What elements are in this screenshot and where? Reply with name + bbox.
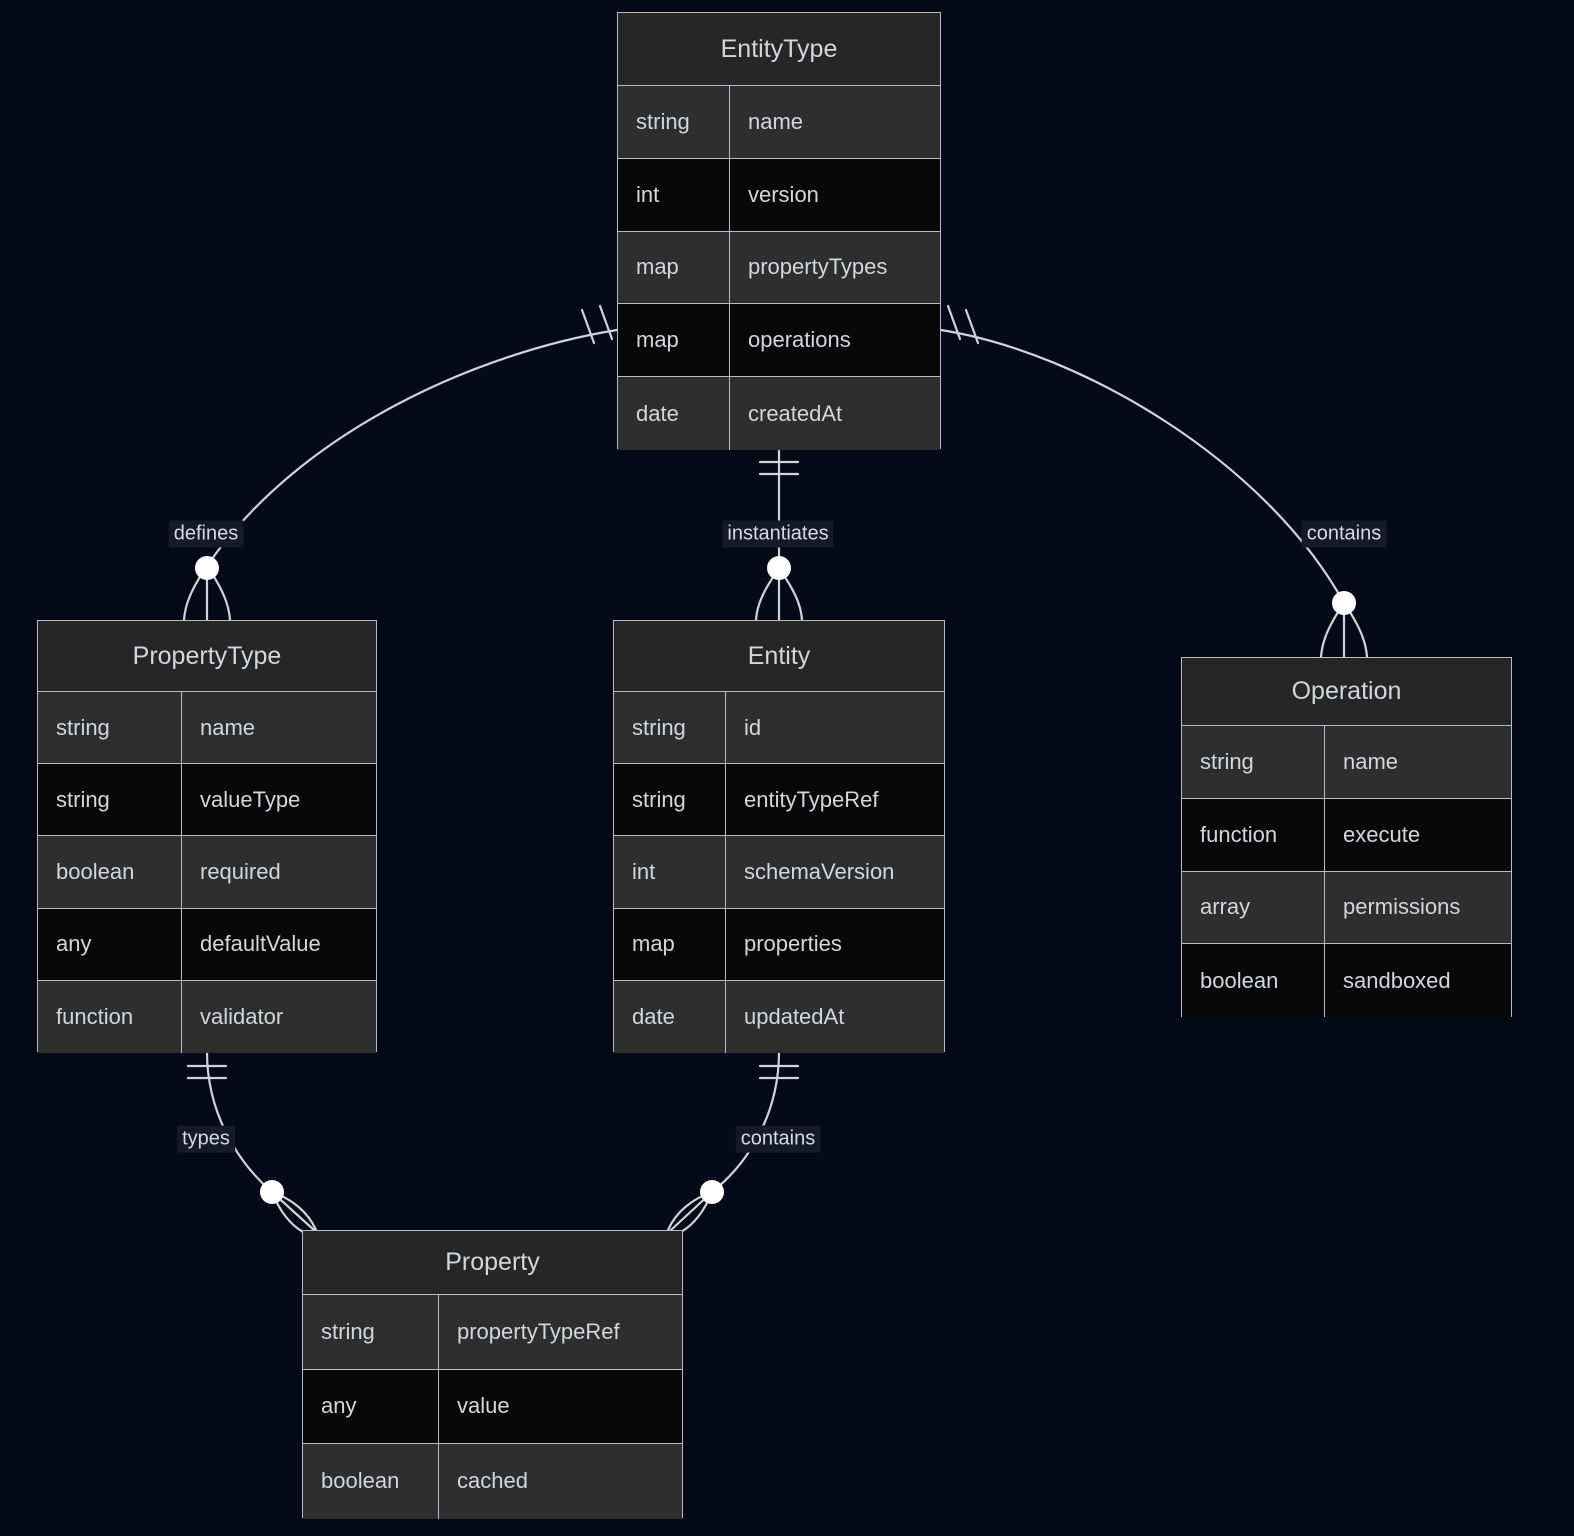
attribute-type: string [614, 692, 726, 764]
attribute-type: map [618, 304, 730, 377]
attribute-row: int version [618, 158, 940, 232]
attribute-name: operations [748, 327, 851, 353]
attribute-name: value [457, 1393, 510, 1419]
attribute-type: string [614, 764, 726, 836]
attribute-name: name [200, 714, 256, 740]
attribute-name: name [748, 108, 804, 134]
relationship-label-entitytype-defines-propertytype: defines [168, 520, 244, 548]
entity-title: Entity [614, 621, 944, 692]
attribute-name: version [748, 181, 819, 207]
attribute-type: array [1182, 871, 1325, 944]
attribute-row: map properties [614, 908, 944, 981]
attribute-name: updatedAt [744, 1003, 845, 1029]
attribute-row: function execute [1182, 798, 1511, 872]
relationship-label-entitytype-instantiates-entity: instantiates [722, 520, 834, 548]
zero-or-many-circle-marker [700, 1180, 724, 1204]
attribute-type: int [618, 158, 730, 231]
attribute-name: propertyTypeRef [457, 1318, 620, 1344]
attribute-row: any value [303, 1369, 682, 1444]
attribute-row: boolean sandboxed [1182, 944, 1511, 1018]
attribute-row: string propertyTypeRef [303, 1295, 682, 1370]
attribute-name: execute [1343, 821, 1421, 847]
entity-title: Operation [1182, 658, 1511, 726]
attribute-name: propertyTypes [748, 254, 888, 280]
attribute-row: string valueType [38, 764, 376, 837]
attribute-type: boolean [38, 836, 182, 908]
attribute-type: any [38, 908, 182, 980]
zero-or-many-circle-marker [1332, 591, 1356, 615]
attribute-name: createdAt [748, 400, 843, 426]
attribute-row: any defaultValue [38, 908, 376, 981]
attribute-name: name [1343, 748, 1399, 774]
zero-or-many-circle-marker [260, 1180, 284, 1204]
attribute-row: string name [38, 692, 376, 765]
attribute-row: boolean cached [303, 1444, 682, 1519]
attribute-name: schemaVersion [744, 858, 895, 884]
attribute-row: string name [1182, 726, 1511, 799]
edge-entitytype-defines-propertytype [182, 304, 619, 622]
attribute-type: string [38, 764, 182, 836]
zero-or-many-circle-marker [767, 556, 791, 580]
attribute-name: sandboxed [1343, 967, 1451, 993]
attribute-name: entityTypeRef [744, 786, 879, 812]
attribute-type: function [38, 980, 182, 1053]
attribute-name: valueType [200, 786, 301, 812]
attribute-type: map [618, 231, 730, 304]
attribute-row: string entityTypeRef [614, 764, 944, 837]
attribute-row: function validator [38, 980, 376, 1053]
attribute-type: date [614, 980, 726, 1053]
attribute-type: date [618, 377, 730, 450]
attribute-name: id [744, 714, 762, 740]
attribute-type: string [1182, 726, 1325, 798]
relationship-label-propertytype-types-property: types [177, 1125, 235, 1153]
relationship-label-entitytype-contains-operation: contains [1301, 520, 1387, 548]
entity-title: PropertyType [38, 621, 376, 692]
edge-entitytype-contains-operation [939, 304, 1369, 659]
attribute-name: validator [200, 1003, 284, 1029]
attribute-name: permissions [1343, 894, 1461, 920]
attribute-name: required [200, 858, 281, 884]
attribute-type: function [1182, 798, 1325, 871]
attribute-row: int schemaVersion [614, 836, 944, 909]
attribute-row: boolean required [38, 836, 376, 909]
attribute-row: string name [618, 86, 940, 159]
attribute-row: map operations [618, 304, 940, 378]
attribute-type: int [614, 836, 726, 908]
attribute-type: string [618, 86, 730, 158]
entity-title: Property [303, 1231, 682, 1295]
attribute-row: date updatedAt [614, 980, 944, 1053]
attribute-row: date createdAt [618, 377, 940, 450]
attribute-type: any [303, 1369, 439, 1443]
attribute-type: boolean [303, 1444, 439, 1519]
attribute-type: boolean [1182, 944, 1325, 1018]
attribute-row: array permissions [1182, 871, 1511, 945]
attribute-name: properties [744, 931, 842, 957]
relationship-label-entity-contains-property: contains [735, 1125, 821, 1153]
attribute-row: map propertyTypes [618, 231, 940, 305]
zero-or-many-circle-marker [195, 556, 219, 580]
attribute-type: string [303, 1295, 439, 1369]
attribute-row: string id [614, 692, 944, 765]
entity-title: EntityType [618, 13, 940, 86]
attribute-type: map [614, 908, 726, 980]
attribute-name: defaultValue [200, 931, 321, 957]
attribute-type: string [38, 692, 182, 764]
attribute-name: cached [457, 1468, 528, 1494]
